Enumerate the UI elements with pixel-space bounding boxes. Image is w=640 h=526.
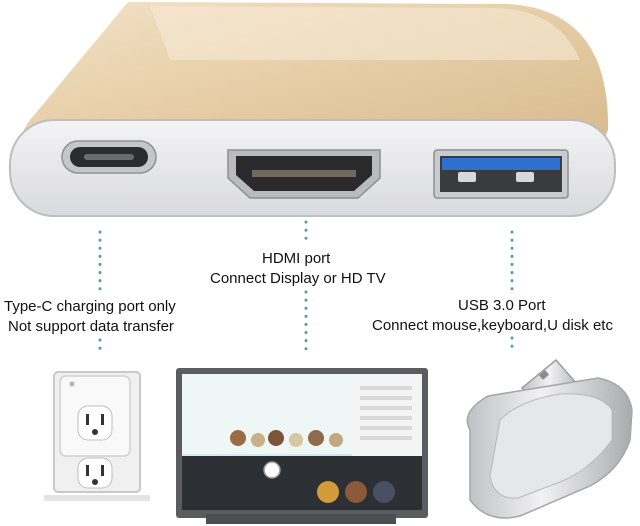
outlet-indicator [69, 381, 75, 387]
type-c-port [61, 140, 157, 174]
typec-port-description: Not support data transfer [8, 318, 174, 335]
hdmi-port-label: HDMI port [262, 250, 331, 267]
usb-flash-drive [466, 358, 633, 519]
hub-top-highlight [150, 6, 580, 60]
typec-port-label: Type-C charging port only [4, 298, 176, 315]
usb-port-description: Connect mouse,keyboard,U disk etc [372, 317, 613, 334]
hd-tv [176, 368, 428, 524]
usb-drive-swivel [489, 393, 613, 499]
tv-stand [206, 514, 396, 524]
usb-c-hub-adapter [9, 2, 616, 217]
outlet-socket-top [77, 405, 113, 441]
hdmi-port-description: Connect Display or HD TV [210, 270, 386, 287]
usb-port-label: USB 3.0 Port [458, 297, 546, 314]
tv-screen-food-row [230, 430, 343, 447]
hdmi-port [227, 149, 381, 199]
usb-3-port [433, 149, 569, 199]
outlet-socket-bottom [77, 457, 113, 489]
dotted-connector-lines [98, 220, 514, 358]
wall-outlet-charger [44, 371, 150, 501]
